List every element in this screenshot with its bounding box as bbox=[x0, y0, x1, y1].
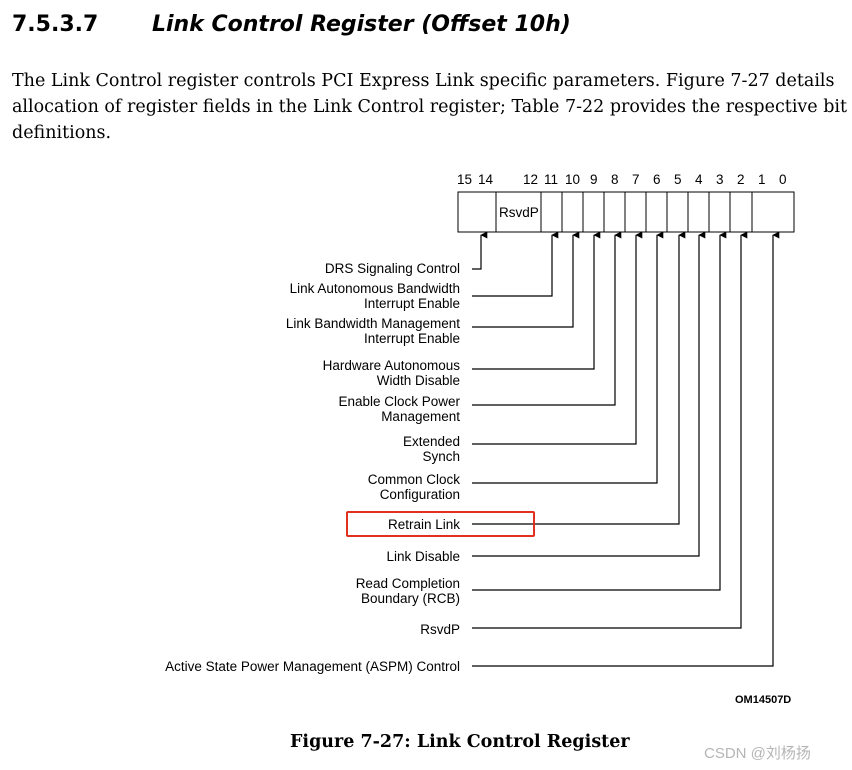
field-label-aspm-control: Active State Power Management (ASPM) Con… bbox=[165, 659, 460, 674]
section-title: Link Control Register (Offset 10h) bbox=[152, 12, 571, 37]
field-label-hardware-autonomous-width: Hardware Autonomous Width Disable bbox=[322, 358, 460, 388]
register-field-dividers bbox=[495, 192, 753, 232]
bit-number-4: 4 bbox=[695, 172, 703, 187]
leader-link-bw-mgmt bbox=[472, 231, 580, 328]
leader-rsvdp bbox=[472, 231, 748, 629]
leader-common-clock bbox=[472, 231, 664, 484]
field-label-rsvdp: RsvdP bbox=[420, 622, 460, 637]
field-label-drs-signaling-control: DRS Signaling Control bbox=[324, 261, 460, 276]
leader-link-autonomous-bw bbox=[472, 231, 559, 297]
bit-number-14: 14 bbox=[478, 172, 494, 187]
bit-number-0: 0 bbox=[779, 172, 787, 187]
field-label-link-bandwidth-management: Link Bandwidth Management Interrupt Enab… bbox=[285, 316, 460, 346]
bit-number-1: 1 bbox=[758, 172, 766, 187]
reserved-field-label: RsvdP bbox=[499, 205, 539, 220]
paragraph-line-1: The Link Control register controls PCI E… bbox=[12, 71, 835, 91]
leader-rcb bbox=[472, 231, 727, 591]
leader-drs-signaling bbox=[472, 231, 488, 270]
bit-number-2: 2 bbox=[737, 172, 745, 187]
bit-number-5: 5 bbox=[674, 172, 682, 187]
field-label-link-autonomous-bandwidth: Link Autonomous Bandwidth Interrupt Enab… bbox=[289, 281, 460, 311]
register-outline bbox=[457, 191, 795, 233]
retrain-link-highlight-box bbox=[346, 511, 535, 537]
bit-number-3: 3 bbox=[716, 172, 724, 187]
body-paragraph: The Link Control register controls PCI E… bbox=[12, 68, 848, 146]
field-label-common-clock: Common Clock Configuration bbox=[367, 472, 460, 502]
leader-aspm-control bbox=[472, 231, 780, 667]
watermark: CSDN @刘杨扬 bbox=[704, 745, 811, 762]
leader-link-disable bbox=[472, 231, 706, 557]
leader-retrain-link bbox=[472, 231, 686, 525]
field-label-read-completion-boundary: Read Completion Boundary (RCB) bbox=[355, 576, 460, 606]
figure-caption: Figure 7-27: Link Control Register bbox=[290, 732, 630, 752]
leader-extended-synch bbox=[472, 231, 643, 445]
field-label-link-disable: Link Disable bbox=[386, 549, 460, 564]
bit-number-9: 9 bbox=[590, 172, 598, 187]
figure-id: OM14507D bbox=[735, 694, 792, 706]
paragraph-line-2: allocation of register fields in the Lin… bbox=[12, 97, 848, 117]
bit-number-11: 11 bbox=[544, 172, 559, 187]
leader-hw-autonomous-width bbox=[472, 231, 601, 370]
paragraph-line-3: definitions. bbox=[12, 123, 112, 143]
bit-number-10: 10 bbox=[565, 172, 581, 187]
bit-number-12: 12 bbox=[523, 172, 539, 187]
leader-enable-clock-pm bbox=[472, 231, 622, 406]
section-number: 7.5.3.7 bbox=[12, 12, 99, 37]
bit-number-8: 8 bbox=[611, 172, 619, 187]
field-label-enable-clock-power: Enable Clock Power Management bbox=[338, 394, 460, 424]
bit-number-15: 15 bbox=[457, 172, 473, 187]
bit-number-6: 6 bbox=[653, 172, 661, 187]
section-heading: 7.5.3.7 Link Control Register (Offset 10… bbox=[12, 12, 571, 37]
field-label-extended-synch: Extended Synch bbox=[402, 434, 460, 464]
field-label-retrain-link: Retrain Link bbox=[387, 517, 460, 532]
bit-number-7: 7 bbox=[632, 172, 640, 187]
